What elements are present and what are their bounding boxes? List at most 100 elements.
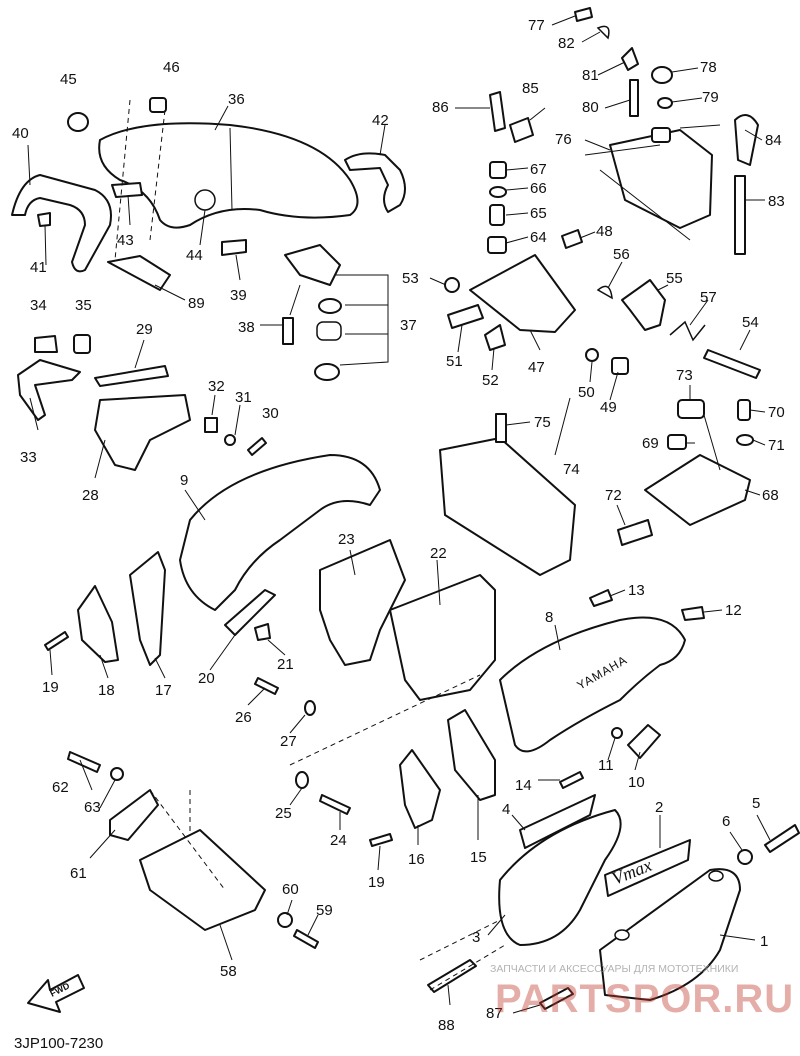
part-51-bolt	[447, 304, 484, 329]
watermark-subtitle: ЗАПЧАСТИ И АКСЕССУАРЫ ДЛЯ МОТОТЕХНИКИ	[490, 963, 738, 975]
part-34-nut	[34, 335, 58, 353]
part-54-shaft	[703, 349, 761, 379]
label-part-79: 79	[702, 89, 719, 106]
label-part-56: 56	[613, 246, 630, 263]
label-part-77: 77	[528, 17, 545, 34]
part-64-grommet	[487, 236, 507, 254]
part-5-bolt	[764, 824, 800, 853]
part-43-pad	[111, 182, 143, 198]
label-part-16: 16	[408, 851, 425, 868]
label-part-26: 26	[235, 709, 252, 726]
label-part-62: 62	[52, 779, 69, 796]
label-part-85: 85	[522, 80, 539, 97]
diagram-code: 3JP100-7230	[14, 1035, 103, 1052]
part-20-bracket	[224, 589, 276, 636]
part-77-pin	[574, 7, 593, 22]
part-31-washer	[224, 434, 236, 446]
label-part-61: 61	[70, 865, 87, 882]
label-part-63: 63	[84, 799, 101, 816]
part-88-rod	[427, 959, 477, 993]
part-21-clip	[254, 623, 271, 641]
part-1-side-cover	[599, 868, 741, 1001]
part-50-washer	[585, 348, 599, 362]
label-part-43: 43	[117, 232, 134, 249]
label-part-37: 37	[400, 317, 417, 334]
part-33-bracket	[17, 359, 81, 421]
part-86-clamp	[489, 91, 506, 132]
part-47-bracket	[469, 254, 576, 333]
label-part-13: 13	[628, 582, 645, 599]
label-part-25: 25	[275, 805, 292, 822]
part-23-plate	[319, 539, 406, 666]
label-part-83: 83	[768, 193, 785, 210]
part-36-top-cover	[98, 122, 359, 229]
part-80-bolt	[629, 79, 639, 117]
leader-lines	[27, 15, 771, 1014]
part-76-reservoir	[609, 129, 713, 229]
label-part-84: 84	[765, 132, 782, 149]
part-81-clip	[621, 47, 639, 71]
label-part-39: 39	[230, 287, 247, 304]
part-24-bolt	[319, 794, 351, 815]
part-4-emblem	[519, 794, 596, 849]
label-part-55: 55	[666, 270, 683, 287]
label-part-2: 2	[655, 799, 663, 816]
part-41-clip	[37, 212, 51, 227]
label-part-48: 48	[596, 223, 613, 240]
label-part-65: 65	[530, 205, 547, 222]
part-shapes	[11, 7, 800, 1010]
part-19a-bolt	[44, 631, 69, 651]
watermark: ЗАПЧАСТИ И АКСЕССУАРЫ ДЛЯ МОТОТЕХНИКИ PA…	[490, 963, 794, 1021]
label-part-15: 15	[470, 849, 487, 866]
label-part-41: 41	[30, 259, 47, 276]
label-part-82: 82	[558, 35, 575, 52]
label-part-89: 89	[188, 295, 205, 312]
part-15-grille	[447, 709, 496, 801]
part-36-detail	[229, 127, 233, 211]
label-part-19b: 19	[368, 874, 385, 891]
label-part-22: 22	[430, 545, 447, 562]
part-85-fitting	[509, 117, 534, 143]
label-part-73: 73	[676, 367, 693, 384]
label-part-66: 66	[530, 180, 547, 197]
part-19b-bolt	[369, 833, 393, 847]
part-67-grommet	[489, 161, 507, 179]
part-18-plate	[77, 585, 119, 663]
part-46-grommet	[149, 97, 167, 113]
part-13-screw	[589, 589, 613, 607]
part-84-hose	[734, 114, 759, 166]
label-part-28: 28	[82, 487, 99, 504]
label-part-27: 27	[280, 733, 297, 750]
part-55-cock	[621, 279, 666, 331]
label-part-53: 53	[402, 270, 419, 287]
part-83-hose	[734, 175, 746, 255]
label-part-32: 32	[208, 378, 225, 395]
fwd-arrow: FWD	[27, 974, 85, 1013]
watermark-brand: PARTSPOR.RU	[495, 977, 794, 1021]
part-89-pad	[107, 255, 171, 291]
part-87-pin	[539, 987, 574, 1010]
part-63-grommet	[110, 767, 124, 781]
part-49-bolt	[611, 357, 629, 375]
label-part-75: 75	[534, 414, 551, 431]
part-27-grommet	[304, 700, 316, 716]
label-part-34: 34	[30, 297, 47, 314]
label-part-9: 9	[180, 472, 188, 489]
part-42-handle	[344, 152, 406, 213]
label-part-29: 29	[136, 321, 153, 338]
part-39-pad	[221, 239, 247, 256]
label-part-59: 59	[316, 902, 333, 919]
label-part-24: 24	[330, 832, 347, 849]
label-part-35: 35	[75, 297, 92, 314]
label-part-42: 42	[372, 112, 389, 129]
part-25-grommet	[295, 771, 309, 789]
part-12-gasket	[681, 606, 705, 621]
label-part-12: 12	[725, 602, 742, 619]
label-part-36: 36	[228, 91, 245, 108]
part-16-cover	[399, 749, 441, 829]
label-part-74: 74	[563, 461, 580, 478]
label-part-47: 47	[528, 359, 545, 376]
part-37-washer	[314, 363, 340, 381]
part-29-strip	[94, 365, 169, 387]
label-part-10: 10	[628, 774, 645, 791]
